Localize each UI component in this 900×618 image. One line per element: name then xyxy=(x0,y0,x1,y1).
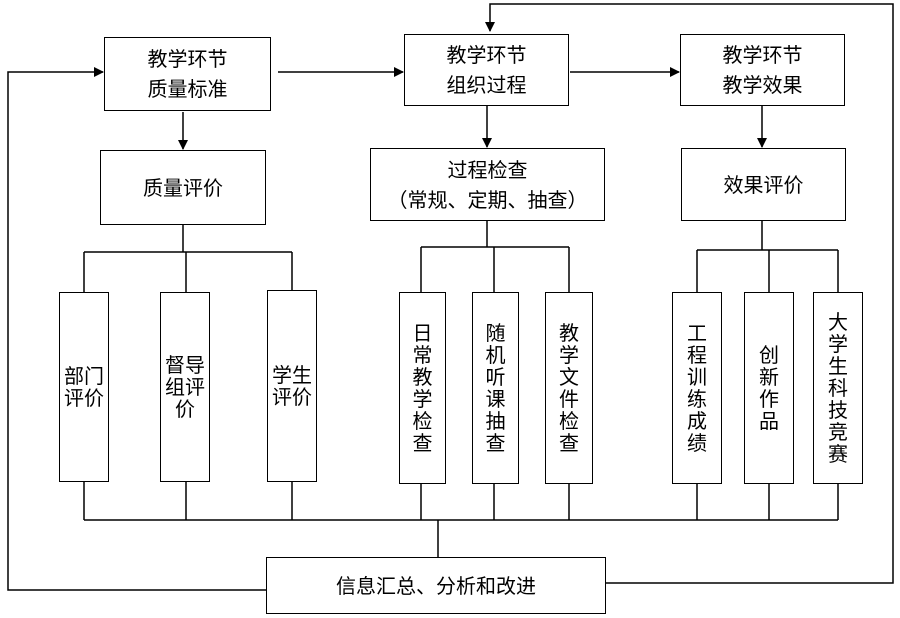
student-evaluation-label: 学生评价 xyxy=(272,363,312,409)
quality-evaluation-label: 质量评价 xyxy=(143,175,223,200)
effect-evaluation-label: 效果评价 xyxy=(723,172,804,197)
box-department-evaluation: 部门评价 xyxy=(59,292,109,482)
engineering-training-result-label: 工程训练成绩 xyxy=(687,321,707,455)
quality-standard-line2: 质量标准 xyxy=(147,77,228,101)
box-process-check: 过程检查 （常规、定期、抽查） xyxy=(370,148,605,221)
organization-process-line2: 组织过程 xyxy=(446,73,527,97)
quality-standard-line1: 教学环节 xyxy=(147,47,228,71)
feedback-left-loop xyxy=(7,67,266,591)
box-teaching-effect: 教学环节 教学效果 xyxy=(680,34,845,106)
box-organization-process: 教学环节 组织过程 xyxy=(404,34,569,106)
process-check-line1: 过程检查 xyxy=(447,157,528,182)
teaching-effect-line2: 教学效果 xyxy=(722,73,803,97)
organization-process-line1: 教学环节 xyxy=(446,43,527,67)
info-summary-improvement-label: 信息汇总、分析和改进 xyxy=(336,573,536,598)
random-audit-label: 随机听课抽查 xyxy=(485,321,506,455)
box-quality-standard: 教学环节 质量标准 xyxy=(104,37,271,111)
box-daily-teaching-check: 日常教学检查 xyxy=(399,292,446,484)
box-innovation-work: 创新作品 xyxy=(744,292,794,484)
process-check-line2: （常规、定期、抽查） xyxy=(387,187,588,212)
box-effect-evaluation: 效果评价 xyxy=(681,148,846,221)
teaching-document-check-label: 教学文件检查 xyxy=(559,321,579,455)
box-supervisor-evaluation: 督导组评价 xyxy=(160,292,210,482)
box-science-competition: 大学生科技竞赛 xyxy=(813,292,863,484)
supervisor-evaluation-label: 督导组评价 xyxy=(165,353,205,421)
box-student-evaluation: 学生评价 xyxy=(267,290,317,482)
feedback-right-loop xyxy=(485,3,894,584)
box-teaching-document-check: 教学文件检查 xyxy=(545,292,593,484)
daily-teaching-check-label: 日常教学检查 xyxy=(412,321,433,455)
science-competition-label: 大学生科技竞赛 xyxy=(828,310,848,466)
box-quality-evaluation: 质量评价 xyxy=(100,150,266,225)
teaching-effect-line1: 教学环节 xyxy=(722,43,803,67)
department-evaluation-label: 部门评价 xyxy=(64,364,104,410)
box-info-summary-improvement: 信息汇总、分析和改进 xyxy=(266,557,606,614)
box-random-audit: 随机听课抽查 xyxy=(472,292,519,484)
box-engineering-training-result: 工程训练成绩 xyxy=(672,292,722,484)
innovation-work-label: 创新作品 xyxy=(759,343,779,433)
